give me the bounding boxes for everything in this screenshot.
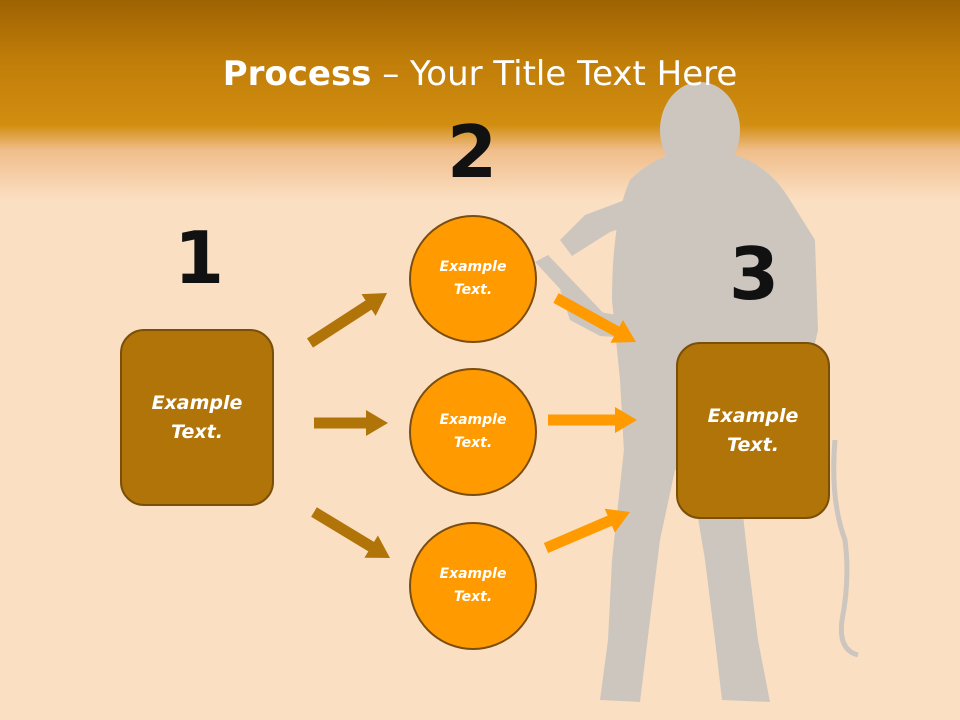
arrow-to-circle-top xyxy=(307,293,387,348)
circle-text: Example Text. xyxy=(439,259,507,298)
arrow-to-circle-middle xyxy=(314,410,388,436)
arrow-to-circle-bottom xyxy=(311,507,390,558)
title-bold-part: Process xyxy=(222,54,372,94)
step-number-1: 1 xyxy=(173,216,225,300)
arrow-from-circle-middle xyxy=(548,407,637,433)
left-arrows xyxy=(307,293,390,558)
circle-text: Example Text. xyxy=(439,412,507,451)
step-2-circle-top: Example Text. xyxy=(409,215,537,343)
arrow-from-circle-bottom xyxy=(543,508,630,554)
step-2-circle-bottom: Example Text. xyxy=(409,522,537,650)
title-rest-part: – Your Title Text Here xyxy=(371,54,738,94)
step-3-box-text: Example Text. xyxy=(707,404,799,456)
step-1-box-text: Example Text. xyxy=(151,391,243,443)
right-arrows xyxy=(543,293,637,554)
step-number-2: 2 xyxy=(446,110,498,194)
circle-text: Example Text. xyxy=(439,566,507,605)
title-banner xyxy=(0,0,960,200)
step-2-circle-middle: Example Text. xyxy=(409,368,537,496)
step-number-3: 3 xyxy=(728,232,780,316)
step-1-box: Example Text. xyxy=(120,329,274,506)
arrow-from-circle-top xyxy=(553,293,636,343)
slide-title: Process – Your Title Text Here xyxy=(0,52,960,96)
step-3-box: Example Text. xyxy=(676,342,830,519)
